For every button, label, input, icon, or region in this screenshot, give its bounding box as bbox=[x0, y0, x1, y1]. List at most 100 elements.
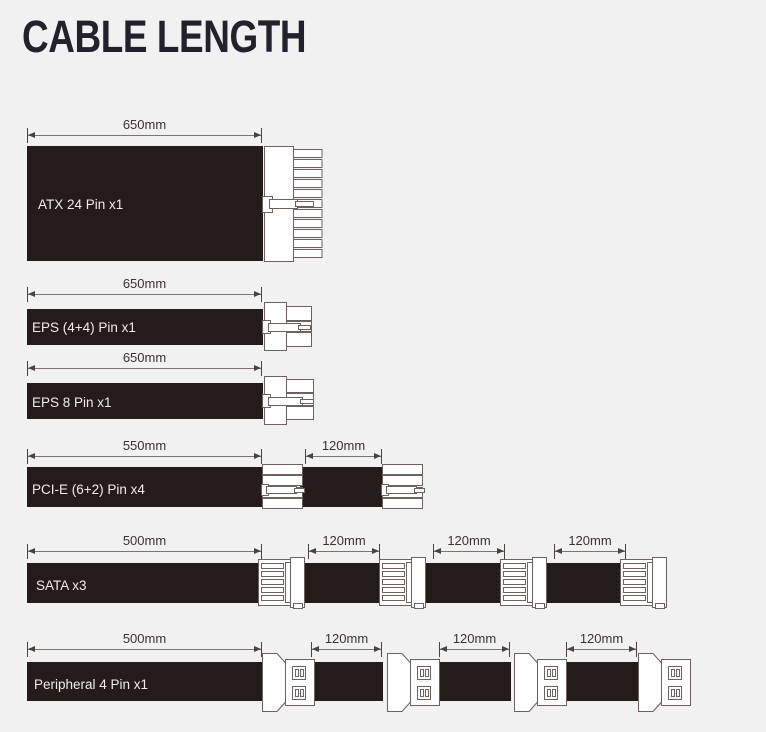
dimension-arrow-left bbox=[440, 646, 447, 652]
dimension-tick-left bbox=[311, 642, 312, 657]
dimension-tick-right bbox=[261, 361, 262, 376]
dimension-tick-left bbox=[27, 544, 28, 559]
dimension-line bbox=[27, 135, 262, 136]
dimension-label-text: 120mm bbox=[319, 631, 374, 646]
dimension-line bbox=[554, 551, 626, 552]
dimension-label: 120mm bbox=[439, 631, 510, 646]
dimension-line bbox=[433, 551, 505, 552]
dimension-arrow-left bbox=[567, 646, 574, 652]
dimension-label-text: 650mm bbox=[117, 117, 172, 132]
dimension-120mm: 120mm bbox=[433, 533, 505, 559]
dimension-tick-right bbox=[381, 642, 382, 657]
dimension-arrow-left bbox=[555, 548, 562, 554]
cable-label: EPS (4+4) Pin x1 bbox=[32, 320, 136, 335]
dimension-tick-right bbox=[261, 642, 262, 657]
dimension-120mm: 120mm bbox=[554, 533, 626, 559]
cable-label: SATA x3 bbox=[36, 578, 87, 593]
dimension-label: 500mm bbox=[27, 631, 262, 646]
cable-segment bbox=[300, 467, 383, 507]
connector-sata bbox=[620, 556, 672, 610]
dimension-label-text: 120mm bbox=[316, 438, 371, 453]
dimension-label-text: 500mm bbox=[117, 631, 172, 646]
dimension-line bbox=[27, 551, 262, 552]
dimension-line bbox=[27, 649, 262, 650]
dimension-500mm: 500mm bbox=[27, 631, 262, 657]
dimension-label: 120mm bbox=[433, 533, 505, 548]
dimension-line bbox=[27, 456, 262, 457]
cable-segment bbox=[546, 563, 624, 603]
dimension-120mm: 120mm bbox=[305, 438, 382, 464]
dimension-arrow-right bbox=[497, 548, 504, 554]
dimension-arrow-left bbox=[28, 365, 35, 371]
dimension-tick-right bbox=[504, 544, 505, 559]
dimension-label-text: 120mm bbox=[447, 631, 502, 646]
dimension-120mm: 120mm bbox=[311, 631, 382, 657]
dimension-label-text: 120mm bbox=[563, 533, 617, 548]
connector-sata bbox=[379, 556, 431, 610]
dimension-arrow-left bbox=[309, 548, 316, 554]
dimension-arrow-left bbox=[28, 132, 35, 138]
dimension-arrow-right bbox=[502, 646, 509, 652]
dimension-arrow-right bbox=[618, 548, 625, 554]
dimension-arrow-right bbox=[254, 453, 261, 459]
dimension-label: 120mm bbox=[566, 631, 637, 646]
dimension-550mm: 550mm bbox=[27, 438, 262, 464]
dimension-tick-right bbox=[379, 544, 380, 559]
dimension-label-text: 120mm bbox=[574, 631, 629, 646]
dimension-label-text: 500mm bbox=[117, 533, 172, 548]
dimension-arrow-right bbox=[374, 453, 381, 459]
dimension-tick-left bbox=[433, 544, 434, 559]
dimension-tick-left bbox=[566, 642, 567, 657]
dimension-tick-left bbox=[27, 642, 28, 657]
dimension-line bbox=[311, 649, 382, 650]
cable-segment bbox=[566, 662, 638, 701]
dimension-arrow-left bbox=[28, 453, 35, 459]
dimension-label: 120mm bbox=[311, 631, 382, 646]
cable-segment bbox=[27, 467, 263, 507]
dimension-arrow-left bbox=[28, 548, 35, 554]
cable-segment bbox=[27, 146, 263, 261]
dimension-tick-right bbox=[261, 287, 262, 302]
dimension-tick-right bbox=[625, 544, 626, 559]
dimension-arrow-right bbox=[254, 365, 261, 371]
dimension-tick-left bbox=[554, 544, 555, 559]
dimension-tick-right bbox=[261, 449, 262, 464]
dimension-arrow-right bbox=[254, 291, 261, 297]
dimension-arrow-right bbox=[254, 132, 261, 138]
dimension-line bbox=[439, 649, 510, 650]
dimension-label-text: 120mm bbox=[442, 533, 496, 548]
connector-peripheral-4-pin bbox=[513, 652, 569, 714]
connector-pci-e-6-plus-2-pin bbox=[261, 460, 307, 514]
cable-segment bbox=[27, 563, 263, 603]
dimension-tick-left bbox=[27, 361, 28, 376]
dimension-arrow-left bbox=[312, 646, 319, 652]
dimension-label-text: 650mm bbox=[117, 350, 172, 365]
dimension-label: 120mm bbox=[554, 533, 626, 548]
connector-eps-4-plus-4-pin bbox=[262, 300, 314, 354]
dimension-arrow-left bbox=[434, 548, 441, 554]
connector-peripheral-4-pin bbox=[261, 652, 317, 714]
dimension-tick-left bbox=[27, 449, 28, 464]
dimension-label-text: 550mm bbox=[117, 438, 172, 453]
dimension-label-text: 650mm bbox=[117, 276, 172, 291]
dimension-label: 650mm bbox=[27, 276, 262, 291]
dimension-arrow-left bbox=[306, 453, 313, 459]
dimension-650mm: 650mm bbox=[27, 350, 262, 376]
connector-peripheral-4-pin bbox=[386, 652, 442, 714]
dimension-tick-left bbox=[308, 544, 309, 559]
dimension-line bbox=[566, 649, 637, 650]
dimension-tick-right bbox=[509, 642, 510, 657]
dimension-650mm: 650mm bbox=[27, 276, 262, 302]
dimension-500mm: 500mm bbox=[27, 533, 262, 559]
dimension-arrow-right bbox=[374, 646, 381, 652]
dimension-arrow-right bbox=[629, 646, 636, 652]
cable-segment bbox=[27, 383, 263, 419]
dimension-120mm: 120mm bbox=[566, 631, 637, 657]
cable-segment bbox=[27, 662, 263, 701]
connector-atx-24-pin bbox=[262, 144, 324, 264]
dimension-tick-left bbox=[439, 642, 440, 657]
cable-label: Peripheral 4 Pin x1 bbox=[34, 677, 149, 692]
connector-pci-e-6-plus-2-pin bbox=[381, 460, 427, 514]
dimension-tick-left bbox=[305, 449, 306, 464]
